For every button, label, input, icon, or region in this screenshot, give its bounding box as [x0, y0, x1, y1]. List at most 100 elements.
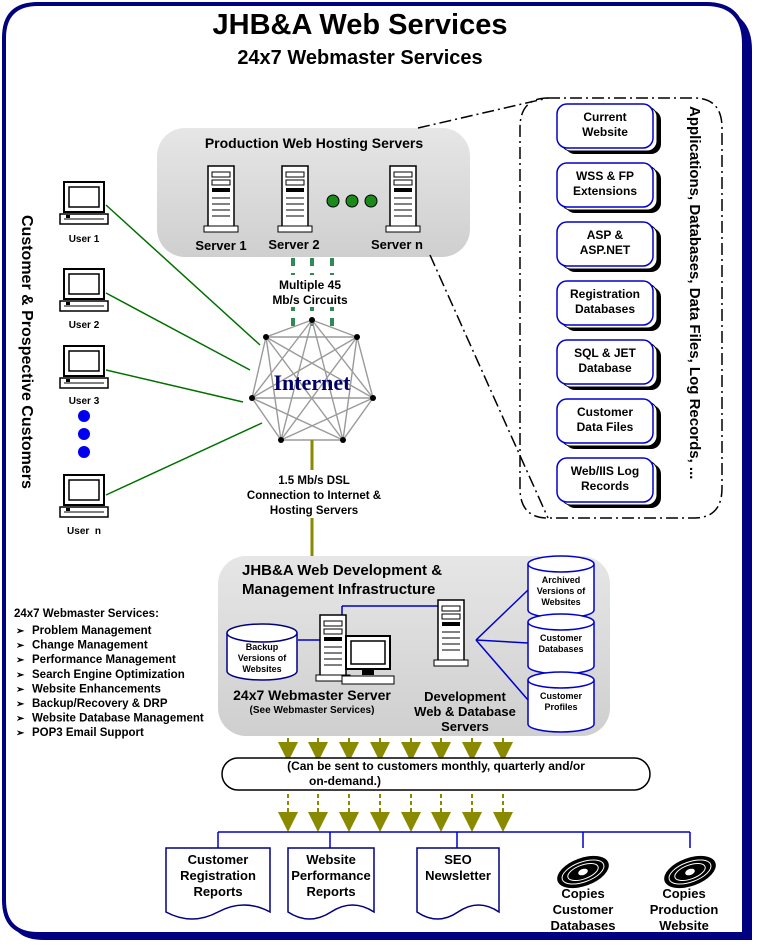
server-icon [433, 599, 469, 667]
copies-label: Copies [662, 886, 705, 901]
copies-label: Copies [561, 886, 604, 901]
report-label: Performance [291, 868, 370, 883]
ellipsis-dot [78, 410, 90, 422]
service-item: POP3 Email Support [32, 727, 144, 739]
production-title: Production Web Hosting Servers [205, 135, 424, 151]
app-item-label: Records [581, 479, 629, 493]
dev-title: JHB&A Web Development & [242, 562, 442, 579]
app-item-label: Website [582, 125, 628, 139]
app-item-label: Current [583, 110, 626, 124]
bullet-arrow-icon: ➢ [16, 655, 25, 666]
report-label: SEO [444, 852, 471, 867]
user-label: User n [67, 526, 101, 537]
app-item-label: Database [578, 361, 632, 375]
server-icon [277, 165, 313, 233]
copies-label: Databases [550, 918, 615, 933]
dev-servers-label: Web & Database [414, 704, 516, 719]
backup-label: Backup [246, 642, 279, 652]
dsl-label: Hosting Servers [270, 505, 358, 517]
report-label: Newsletter [425, 868, 491, 883]
report-label: Website [306, 852, 356, 867]
service-item: Website Enhancements [32, 683, 161, 695]
server-icon [203, 165, 239, 233]
database-label: Versions of [537, 586, 587, 596]
database-icon [226, 623, 298, 681]
page-title: JHB&A Web Services [213, 9, 508, 41]
server-label-n: Server n [371, 237, 423, 252]
bullet-arrow-icon: ➢ [16, 728, 25, 739]
internet-label: Internet [274, 370, 352, 395]
server-label-2: Server 2 [268, 237, 319, 252]
app-item-label: Registration [570, 287, 640, 301]
computer-icon [59, 474, 109, 518]
computer-icon [59, 181, 109, 225]
bullet-arrow-icon: ➢ [16, 699, 25, 710]
bus-drops [217, 832, 691, 848]
backup-label: Websites [242, 664, 281, 674]
user-links [105, 204, 263, 496]
computer-icon [59, 345, 109, 389]
bullet-arrow-icon: ➢ [16, 670, 25, 681]
dev-title: Management Infrastructure [242, 581, 435, 598]
app-item-label: SQL & JET [574, 346, 636, 360]
dev-links [298, 589, 529, 701]
ellipsis-dot [78, 446, 90, 458]
database-label: Databases [538, 644, 583, 654]
delivery-note: (Can be sent to customers monthly, quart… [287, 759, 585, 773]
database-label: Customer [540, 633, 583, 643]
ellipsis-dot [364, 194, 378, 208]
service-item: Performance Management [32, 654, 176, 666]
delivery-note: on-demand.) [309, 774, 381, 788]
bullet-arrow-icon: ➢ [16, 684, 25, 695]
bullet-arrow-icon: ➢ [16, 626, 25, 637]
webmaster-label: 24x7 Webmaster Server [233, 687, 391, 703]
service-item: Search Engine Optimization [32, 669, 185, 681]
report-label: Registration [180, 868, 256, 883]
internet-cloud [251, 319, 374, 441]
customers-label: Customer & Prospective Customers [18, 215, 35, 489]
dsl-label: 1.5 Mb/s DSL [278, 475, 350, 487]
app-item-label: Customer [577, 405, 633, 419]
copies-label: Customer [553, 902, 614, 917]
app-item-label: WSS & FP [576, 169, 634, 183]
circuits-label: Mb/s Circuits [272, 293, 348, 307]
internet-nodes [249, 317, 376, 443]
service-item: Problem Management [32, 625, 152, 637]
ellipsis-dot [78, 428, 90, 440]
ellipsis-dot [345, 194, 359, 208]
app-item-label: Extensions [573, 184, 637, 198]
cd-icon [664, 855, 716, 889]
user-label: User 2 [69, 320, 100, 331]
app-item-label: ASP & [587, 228, 624, 242]
backup-label: Versions of [238, 653, 288, 663]
database-label: Profiles [544, 702, 577, 712]
user-label: User 3 [69, 396, 100, 407]
report-label: Reports [193, 884, 242, 899]
copies-label: Production [650, 902, 719, 917]
webmaster-note: (See Webmaster Services) [250, 705, 375, 716]
service-item: Change Management [32, 640, 148, 652]
apps-group-outline [519, 97, 723, 519]
report-label: Reports [306, 884, 355, 899]
report-label: Customer [188, 852, 249, 867]
service-item: Website Database Management [32, 713, 204, 725]
server-icon [385, 165, 421, 233]
server-icon [315, 614, 351, 682]
zoom-line-top [417, 97, 549, 129]
dev-servers-label: Development [424, 689, 506, 704]
page-subtitle: 24x7 Webmaster Services [237, 47, 482, 69]
apps-label: Applications, Databases, Data Files, Log… [686, 106, 703, 479]
dev-panel [218, 556, 610, 736]
services-heading: 24x7 Webmaster Services: [14, 608, 159, 620]
service-item: Backup/Recovery & DRP [32, 698, 168, 710]
circuits-label: Multiple 45 [279, 278, 341, 292]
